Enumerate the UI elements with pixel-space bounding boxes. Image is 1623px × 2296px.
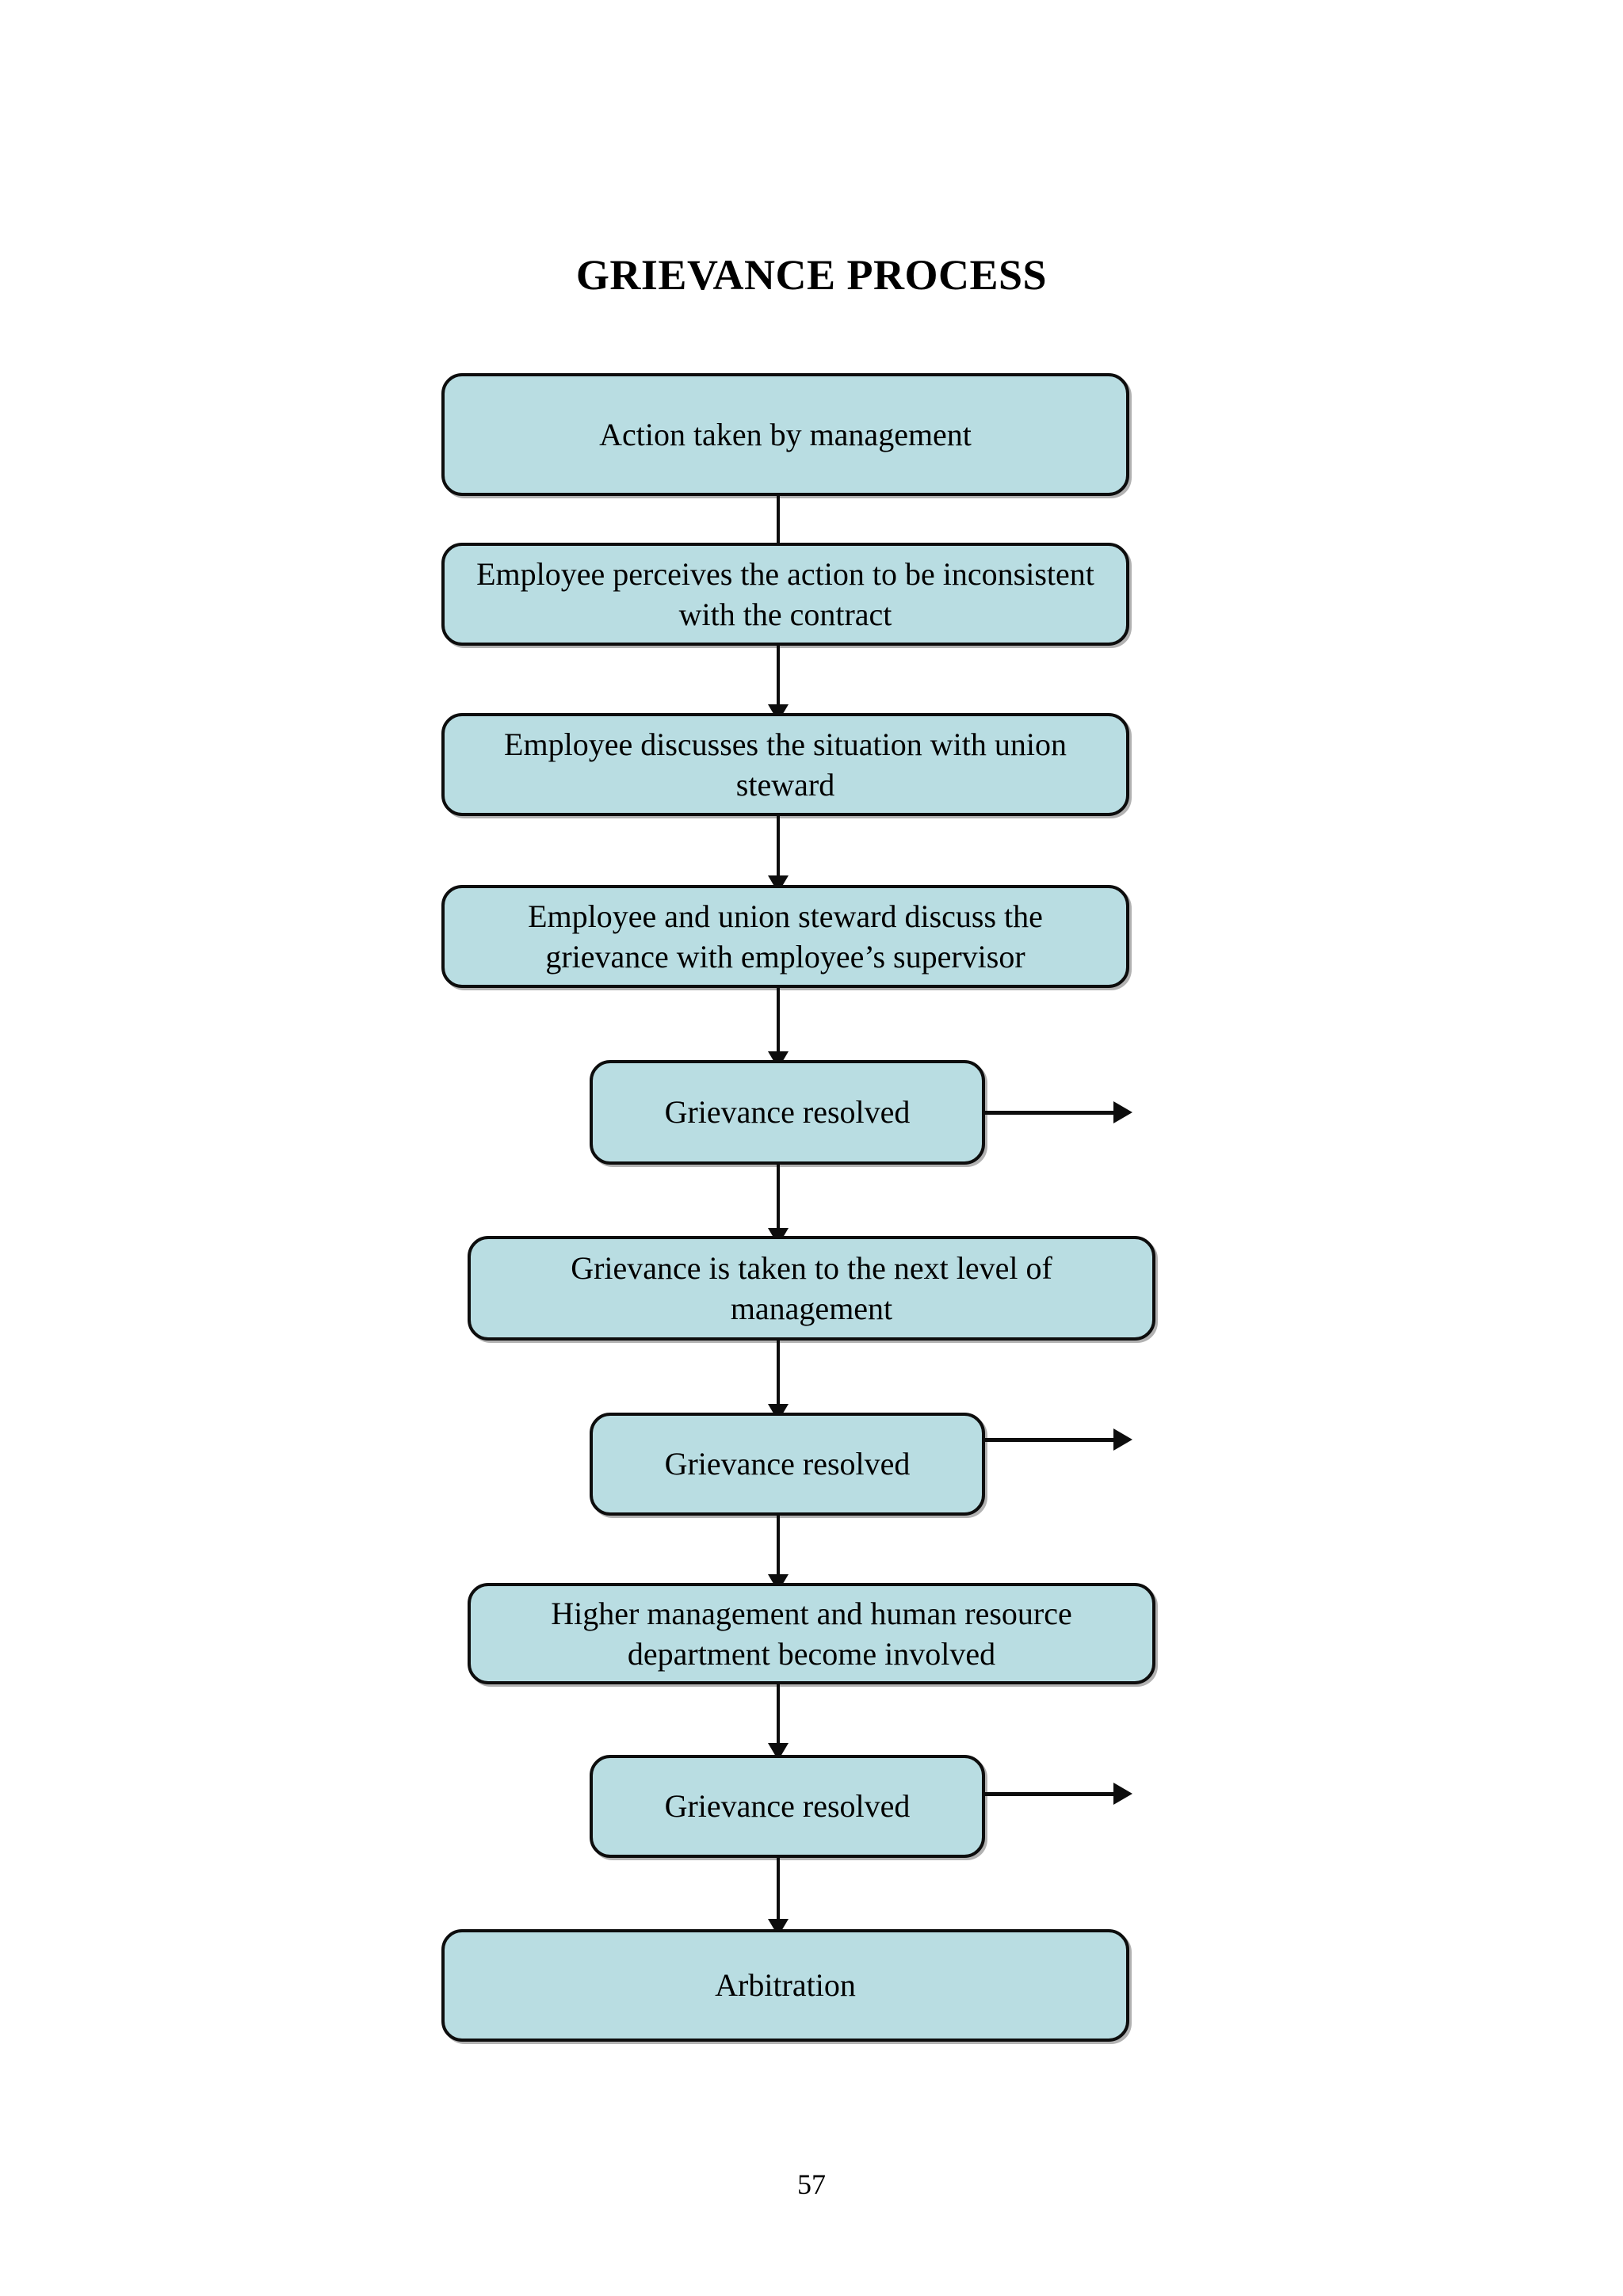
flow-node-employee-discusses-with-steward[interactable]: Employee discusses the situation with un… (441, 713, 1129, 816)
flow-node-label: Grievance resolved (664, 1446, 911, 1482)
flow-node-label: Arbitration (715, 1967, 856, 2004)
flow-node-grievance-resolved-2[interactable]: Grievance resolved (590, 1413, 985, 1516)
connector-n3-n4-line (777, 816, 780, 882)
connector-n4-n5-line (777, 988, 780, 1058)
flow-node-label: Grievance resolved (664, 1788, 911, 1825)
exit-arrow-3-arrowhead (1113, 1783, 1132, 1805)
connector-n5-n6-line (777, 1165, 780, 1234)
exit-arrow-1-line (985, 1111, 1117, 1115)
flow-node-label: Employee perceives the action to be inco… (476, 555, 1094, 632)
flow-node-label: Grievance resolved (664, 1094, 911, 1131)
flow-node-label: Action taken by management (599, 416, 972, 452)
flow-node-higher-management-hr-involved[interactable]: Higher management and human resource dep… (468, 1583, 1155, 1684)
connector-n2-n3-line (777, 646, 780, 711)
flow-node-arbitration[interactable]: Arbitration (441, 1929, 1129, 2042)
flow-node-label: Employee and union steward discuss the g… (528, 898, 1043, 974)
exit-arrow-3-line (985, 1792, 1117, 1796)
flow-node-label: Employee discusses the situation with un… (504, 726, 1067, 803)
page-title: GRIEVANCE PROCESS (575, 251, 1048, 299)
flow-node-grievance-resolved-3[interactable]: Grievance resolved (590, 1755, 985, 1858)
exit-arrow-2-line (985, 1438, 1117, 1442)
flow-node-grievance-resolved-1[interactable]: Grievance resolved (590, 1060, 985, 1165)
connector-n8-n9-line (777, 1684, 780, 1749)
flow-node-employee-perceives-inconsistency[interactable]: Employee perceives the action to be inco… (441, 543, 1129, 646)
flow-node-steward-discusses-with-supervisor[interactable]: Employee and union steward discuss the g… (441, 885, 1129, 988)
connector-n9-n10-line (777, 1858, 780, 1925)
connector-n1-n2-line (777, 496, 780, 561)
connector-n6-n7-line (777, 1341, 780, 1410)
flow-node-action-taken-by-management[interactable]: Action taken by management (441, 373, 1129, 496)
flow-node-label: Grievance is taken to the next level of … (571, 1249, 1052, 1326)
exit-arrow-2-arrowhead (1113, 1428, 1132, 1451)
exit-arrow-1-arrowhead (1113, 1101, 1132, 1123)
flow-node-label: Higher management and human resource dep… (551, 1595, 1072, 1672)
flow-node-grievance-to-next-level[interactable]: Grievance is taken to the next level of … (468, 1236, 1155, 1341)
connector-n7-n8-line (777, 1516, 780, 1581)
page-number: 57 (797, 2168, 826, 2200)
